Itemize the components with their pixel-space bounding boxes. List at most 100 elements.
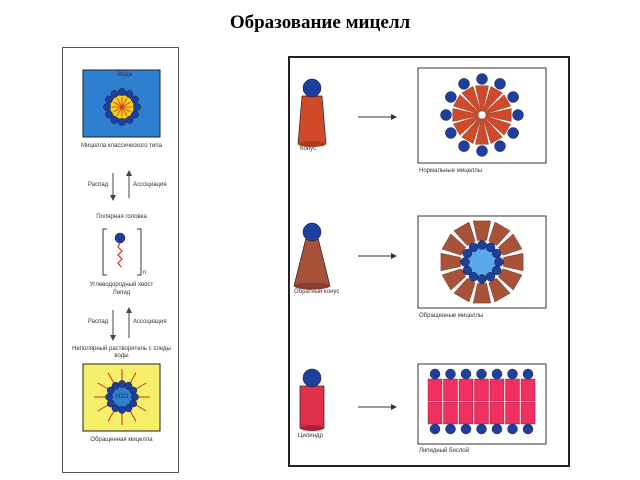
head-sphere [110,90,119,98]
head-sphere [491,368,503,380]
head-sphere [445,423,456,435]
head-sphere [458,78,470,90]
result-label-bilayer: Липидный бислой [419,448,470,454]
head-sphere [476,145,488,157]
classic-micelle-icon [103,88,141,126]
head-sphere [476,73,488,85]
cone-wedge [453,94,480,115]
right-panel-lipid-shapes: Конус Нормальные мицеллы Обратный конус … [288,56,570,467]
head-sphere [118,380,126,388]
inverted-cone-wedge [453,278,476,303]
association-label-2: Ассоциация [133,319,167,325]
decay-label: Распад [88,182,109,188]
water-label: Вода [118,72,133,78]
head-sphere [110,116,119,124]
head-sphere [111,381,120,390]
head-sphere [106,386,115,395]
head-sphere [429,423,441,435]
head-sphere [462,248,472,259]
head-sphere [124,381,133,390]
nonpolar-solvent-label: Неполярный растворитель с следы воды [72,346,171,359]
cone-wedge [461,86,482,113]
head-sphere [462,265,472,276]
head-sphere [458,140,470,152]
head-sphere [477,240,487,250]
bilayer-cylinder-top [443,378,458,402]
association-label: Ассоциация [133,182,167,188]
cone-wedge [485,108,512,122]
left-bracket [102,228,107,276]
left-panel-graphics [82,69,161,432]
head-sphere [460,423,472,435]
head-sphere [445,368,456,380]
head-sphere [118,88,126,96]
reverse-micelle-label: Обращенная мицелла [90,437,153,443]
head-sphere [522,368,534,380]
head-sphere [476,368,487,380]
bilayer-cylinder-bottom [489,401,505,425]
normal-micelle-icon [440,73,524,157]
head-sphere [512,109,524,121]
inverted-cone-wedge [498,268,523,291]
head-sphere [494,78,506,90]
result-label-reverse: Обращенные мицеллы [419,313,484,319]
head-sphere [105,393,113,401]
n-label: n [143,270,147,276]
bilayer-cylinder-top [474,378,489,402]
cone-wedge [484,115,511,136]
inverted-cone-wedge [473,283,491,304]
head-sphere [131,95,139,104]
classic-micelle-label: Мицелла классического типа [81,143,162,149]
left-panel-classic-vs-reverse: Вода Мицелла классического типа Распад А… [62,47,179,473]
inverted-cone-wedge [453,221,476,246]
water-core [464,244,500,280]
head-sphere [460,368,472,380]
bilayer-cylinder-top [520,378,536,402]
bilayer-cylinder-top [489,378,505,402]
head-sphere [133,103,141,111]
head-sphere [118,406,126,414]
reverse-micelle-icon [94,369,150,425]
head-sphere [522,423,534,435]
shape-label-inverted-cone: Обратный конус [294,289,340,295]
lipid-head-icon [114,232,126,244]
head-sphere [131,393,139,401]
head-sphere [105,110,113,119]
head-sphere [468,242,479,252]
cone-wedge [482,86,503,113]
inverted-cone-icon [293,222,331,290]
cone-wedge [475,85,489,112]
head-sphere [507,91,519,103]
head-sphere [445,91,457,103]
cone-wedge [482,117,503,144]
head-sphere [106,399,115,408]
bilayer-cylinder-bottom [443,401,458,425]
head-sphere [494,257,504,267]
head-sphere [118,118,126,126]
head-sphere [103,103,111,111]
head-sphere [468,272,479,282]
lipid-tail-icon [117,242,123,268]
head-sphere [507,368,518,380]
bilayer-cylinder-bottom [520,401,536,425]
head-sphere [460,257,470,267]
head-sphere [485,272,496,282]
head-sphere [429,368,441,380]
bilayer-cylinder-bottom [427,401,443,425]
result-label-normal: Нормальные мицеллы [419,168,483,174]
inverted-cone-wedge [488,278,511,303]
bilayer-cylinder-bottom [505,401,520,425]
decay-label-2: Распад [88,319,109,325]
inverted-cone-wedge [440,253,461,271]
head-sphere [111,404,120,413]
bilayer-cylinder-top [427,378,443,402]
inverted-cone-wedge [503,253,524,271]
lipid-label: Липид [112,290,131,296]
cone-shape-icon [297,78,327,147]
bilayer-cylinder-bottom [458,401,474,425]
cone-wedge [484,94,511,115]
cone-wedge [453,115,480,136]
shape-label-cylinder: Цилиндр [298,433,323,439]
cylinder-shape-icon [299,368,325,431]
head-sphere [131,110,139,119]
